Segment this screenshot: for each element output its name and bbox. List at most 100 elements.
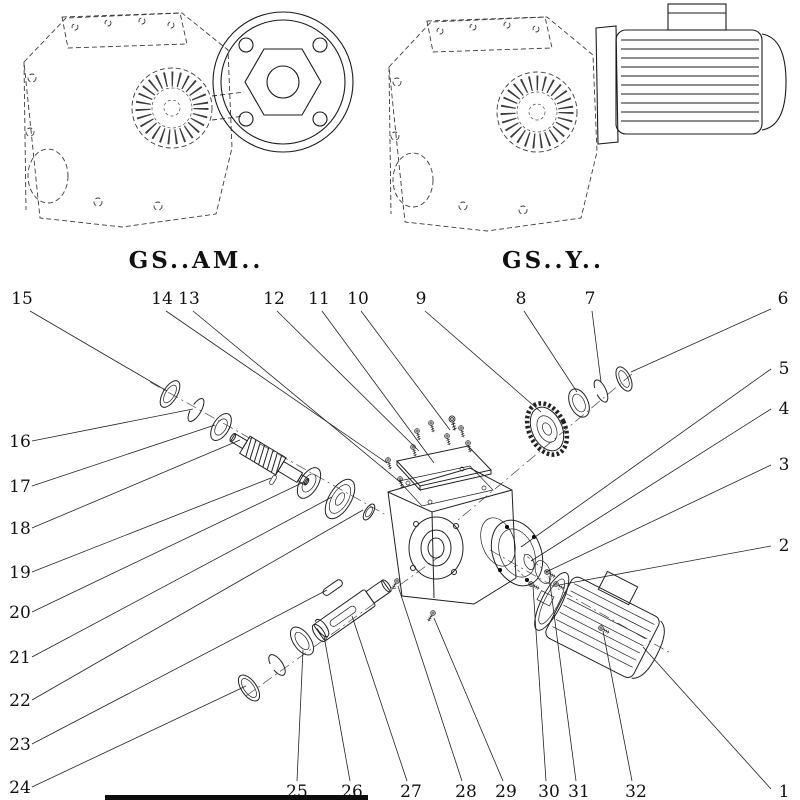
callout-line-26 <box>323 635 351 782</box>
callout-label-20: 20 <box>9 603 31 623</box>
motor-drawing <box>595 3 787 145</box>
callout-line-12 <box>276 310 420 452</box>
callout-label-29: 29 <box>495 782 517 800</box>
part-pin <box>269 475 277 485</box>
callout-line-3 <box>545 464 772 573</box>
callout-label-7: 7 <box>585 289 596 309</box>
part-electric-motor <box>534 570 665 679</box>
callout-line-6 <box>630 308 772 373</box>
part-worm-wheel <box>324 478 356 520</box>
model-label-gs-am: GS..AM.. <box>129 247 264 274</box>
flange-screws <box>513 553 566 592</box>
part-bearing-input <box>210 412 232 442</box>
callout-line-1 <box>642 646 772 790</box>
part-circlip-input <box>187 398 205 422</box>
part-breather-plug <box>447 414 459 432</box>
part-screw-13 <box>396 475 406 490</box>
callout-line-15 <box>29 310 168 392</box>
part-screw-14 <box>384 456 394 471</box>
callout-label-23: 23 <box>9 735 31 755</box>
worm-wheel-detail-right <box>496 71 578 153</box>
callout-label-5: 5 <box>779 359 790 379</box>
callout-line-22 <box>31 509 364 701</box>
part-bearing-worm <box>296 467 322 499</box>
callout-line-4 <box>530 408 772 562</box>
cover-screws <box>384 414 474 490</box>
part-washer <box>523 554 535 570</box>
callout-line-31 <box>548 575 577 782</box>
callout-label-31: 31 <box>568 782 590 800</box>
callout-label-32: 32 <box>625 782 647 800</box>
part-circlip-gear <box>593 379 609 403</box>
callout-label-9: 9 <box>416 289 427 309</box>
gearbox-housing-outline-right <box>388 16 598 232</box>
callout-label-1: 1 <box>779 782 790 800</box>
callout-label-11: 11 <box>308 289 330 309</box>
callout-label-30: 30 <box>538 782 560 800</box>
callout-label-17: 17 <box>9 477 31 497</box>
part-circlip-output <box>314 618 330 638</box>
callout-label-2: 2 <box>779 536 790 556</box>
part-cover-gasket <box>398 465 494 507</box>
callout-line-24 <box>31 685 247 788</box>
callout-line-14 <box>165 310 388 464</box>
part-bearing-gear <box>568 388 590 418</box>
part-shim-ring <box>362 503 376 521</box>
callout-line-25 <box>296 649 304 782</box>
callout-line-21 <box>31 496 333 658</box>
part-key <box>322 579 343 596</box>
callout-label-8: 8 <box>516 289 527 309</box>
part-input-gear <box>524 401 570 457</box>
output-flange-drawing <box>212 11 354 153</box>
callout-label-13: 13 <box>178 289 200 309</box>
callout-line-8 <box>523 310 578 393</box>
callout-line-13 <box>192 310 401 483</box>
worm-wheel-detail-left <box>131 67 213 149</box>
callout-line-17 <box>31 424 216 487</box>
callout-line-11 <box>321 310 435 464</box>
callout-label-22: 22 <box>9 691 31 711</box>
callout-line-29 <box>433 617 504 782</box>
callout-label-12: 12 <box>263 289 285 309</box>
callout-line-5 <box>520 368 772 548</box>
callout-label-3: 3 <box>779 455 790 475</box>
gearbox-housing-outline-left <box>23 12 245 228</box>
callout-line-16 <box>31 408 194 442</box>
callout-label-28: 28 <box>455 782 477 800</box>
callout-line-23 <box>31 589 328 745</box>
exploded-view <box>149 366 673 702</box>
part-oil-seal-input <box>159 380 181 408</box>
callout-label-27: 27 <box>400 782 422 800</box>
callout-line-30 <box>532 585 547 782</box>
part-gasket-motor <box>534 560 552 584</box>
callout-line-28 <box>397 585 463 782</box>
callout-label-16: 16 <box>9 432 31 452</box>
assembled-view-gs-am <box>23 11 354 228</box>
callout-line-9 <box>424 310 542 413</box>
part-worm-shaft <box>229 432 310 486</box>
callout-label-21: 21 <box>9 648 31 668</box>
callout-label-6: 6 <box>778 289 789 309</box>
part-gear-housing <box>387 467 517 605</box>
callout-line-32 <box>602 630 633 782</box>
callout-label-10: 10 <box>347 289 369 309</box>
callout-label-4: 4 <box>779 399 790 419</box>
callout-label-19: 19 <box>9 563 31 583</box>
scan-artifact-line <box>105 795 368 800</box>
part-cover-plate <box>396 445 492 492</box>
callout-line-2 <box>558 545 772 586</box>
assembled-view-gs-y <box>388 3 787 232</box>
part-output-shaft <box>311 579 392 643</box>
part-bearing-output <box>289 626 315 656</box>
callout-label-18: 18 <box>9 519 31 539</box>
part-snap-ring-output <box>268 654 286 676</box>
center-axes <box>149 373 673 697</box>
callout-label-15: 15 <box>11 289 33 309</box>
callout-label-14: 14 <box>151 289 173 309</box>
part-retaining-ring <box>615 366 633 392</box>
callout-label-24: 24 <box>9 778 31 798</box>
callout-line-20 <box>31 481 305 613</box>
